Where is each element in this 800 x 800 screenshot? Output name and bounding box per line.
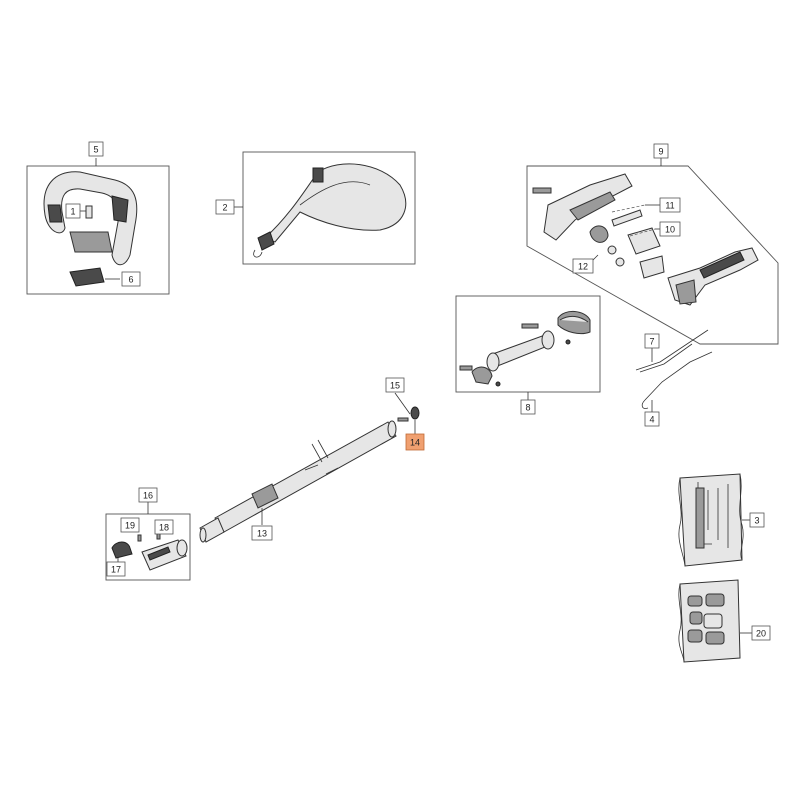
throttle-housing-inner [569,191,616,221]
tag-1: 1 [65,203,81,219]
tag-10-label: 10 [665,225,675,235]
tag-14-label: 14 [410,438,420,448]
tag-1-label: 1 [70,207,75,217]
tag-5: 5 [88,141,104,157]
shaft-break-mark [311,439,329,463]
decal-20 [678,579,752,663]
tag-15-label: 15 [390,381,400,391]
clamp-lower [471,366,493,385]
clamp-screw [521,323,539,329]
tag-8-label: 8 [525,403,530,413]
tag-10: 10 [659,221,681,237]
tag-14-highlighted[interactable]: 14 [405,433,425,451]
shaft-pin [397,417,409,422]
tag-4-label: 4 [649,415,654,425]
tag-6: 6 [121,271,141,287]
tag-19-label: 19 [125,521,135,531]
tag-9-label: 9 [658,147,663,157]
strap-buckle [312,167,324,183]
tag-15: 15 [385,377,405,393]
cables [635,329,713,412]
drive-shaft [199,392,420,543]
cable-7 [635,329,709,371]
strap-hook [257,231,275,251]
tag-17: 17 [106,561,126,577]
tag-12: 12 [572,258,594,274]
adapter-clip [111,541,133,559]
strap-band [264,163,407,243]
tag-19: 19 [120,517,140,533]
group-9-throttle [526,158,779,345]
shaft-washer [410,406,420,420]
tag-20: 20 [751,625,771,641]
tag-11-label: 11 [665,201,674,211]
tag-20-label: 20 [756,629,766,639]
tag-3-label: 3 [754,516,759,526]
adapter-body [141,539,187,571]
tag-8: 8 [520,399,536,415]
throttle-screw [532,187,552,194]
tag-2-label: 2 [222,203,227,213]
handle-grip-right [111,195,129,223]
handle-clamp-plate [69,267,105,287]
handle-bolt [85,205,93,219]
tag-13-label: 13 [257,529,267,539]
tag-4: 4 [644,411,660,427]
tag-12-label: 12 [578,262,588,272]
group-2-strap [234,151,416,265]
decal-3-sheet [679,473,743,567]
group-5-handle [26,158,170,295]
handle-grip-left [47,204,63,223]
tag-5-label: 5 [93,145,98,155]
throttle-spring [611,209,643,227]
shaft-sleeve [251,483,279,509]
handle-clamp [69,231,113,253]
tag-7: 7 [644,333,660,349]
decal-3 [678,473,750,567]
tag-18-label: 18 [159,523,169,533]
tag-13: 13 [251,525,273,541]
tag-16-label: 16 [143,491,153,501]
tag-17-label: 17 [111,565,121,575]
cable-4 [644,351,713,401]
handle-loop [43,171,138,266]
tag-3: 3 [749,512,765,528]
shaft-tube [214,421,397,533]
tag-2: 2 [215,199,235,215]
tag-18: 18 [154,519,174,535]
tag-6-label: 6 [128,275,133,285]
tag-11: 11 [659,197,681,213]
tag-9: 9 [653,143,669,159]
group-8-clamp [455,295,601,400]
tag-7-label: 7 [649,337,654,347]
tag-16: 16 [138,487,158,503]
throttle-trigger [589,225,609,243]
